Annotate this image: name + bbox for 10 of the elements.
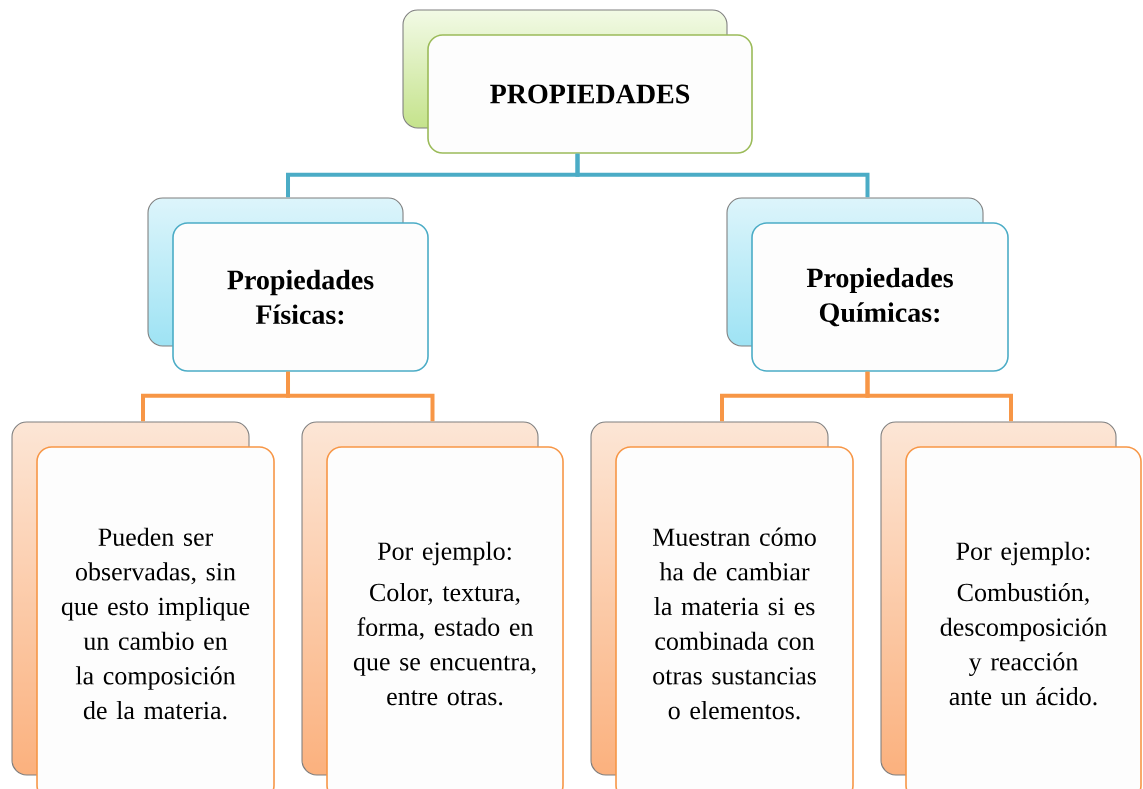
- connector-line: [865, 371, 1013, 422]
- connector-line: [286, 371, 435, 422]
- connector-line: [575, 153, 870, 198]
- process-box: PROPIEDADES: [402, 9, 753, 154]
- process-box: Por ejemplo: Color, textura, forma, estado en que se encuentra, entre otras.: [301, 421, 564, 789]
- process-box: Propiedades Químicas:: [726, 197, 1009, 372]
- process-box: Muestran cómo ha de cambiar la materia si es combinada con otras sustancias o elementos.: [590, 421, 854, 789]
- process-box: Pueden ser observadas, sin que esto implique un cambio en la composición de la materia.: [11, 421, 275, 789]
- process-box: Propiedades Físicas:: [147, 197, 429, 372]
- process-box: Por ejemplo: Combustión, descomposición y reacción ante un ácido.: [880, 421, 1142, 789]
